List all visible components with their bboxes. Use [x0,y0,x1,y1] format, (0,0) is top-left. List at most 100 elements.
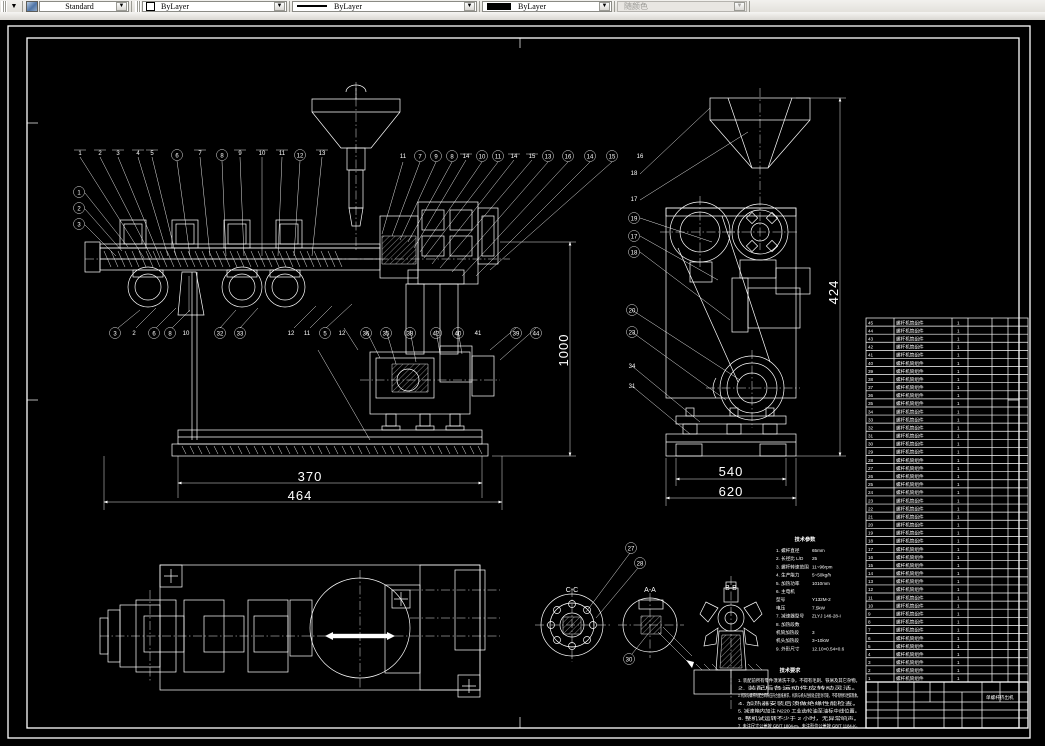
bom-row[interactable]: 螺杆机筒组件 [896,659,924,666]
dim-370-label: 370 [298,469,323,484]
bom-row[interactable]: 螺杆机筒组件 [896,473,924,480]
bom-row[interactable]: 螺杆机筒组件 [896,416,924,423]
layer-color-combo[interactable]: ByLayer ▼ [142,0,287,12]
toolbar-grip[interactable] [1,0,7,12]
bom-row[interactable]: 螺杆机筒组件 [896,602,924,609]
layer-color-chevron-down-icon[interactable]: ▼ [274,1,285,11]
bom-row[interactable]: 螺杆机筒组件 [896,400,924,407]
svg-text:13: 13 [319,151,326,157]
bom-row[interactable]: 螺杆机筒组件 [896,611,924,618]
bom-row[interactable]: 螺杆机筒组件 [896,319,924,326]
bom-row[interactable]: 螺杆机筒组件 [896,522,924,529]
balloon-group-bottom: 3 2 6 8 10 32 33 12 11 5 12 36 35 38 42 … [109,303,542,441]
title-block[interactable]: 单螺杆挤出机 [865,681,1029,729]
bom-row-index: 22 [868,506,874,511]
bom-row[interactable]: 螺杆机筒组件 [896,481,924,488]
text-style-chevron-down-icon[interactable]: ▼ [116,1,127,11]
toolbar-overflow-arrow[interactable]: ▼ [10,2,18,10]
bom-row[interactable]: 螺杆机筒组件 [896,619,924,626]
bom-row-qty: 1 [957,482,960,487]
bom-row-index: 10 [868,603,874,608]
bom-row[interactable]: 螺杆机筒组件 [896,489,924,496]
svg-text:2: 2 [98,151,102,157]
linetype-chevron-down-icon[interactable]: ▼ [464,1,475,11]
bom-row[interactable]: 螺杆机筒组件 [896,505,924,512]
toolbar-separator [22,0,23,12]
text-style-combo[interactable]: Standard ▼ [39,0,129,12]
svg-text:10: 10 [259,151,266,157]
bom-row[interactable]: 螺杆机筒组件 [896,497,924,504]
bom-row[interactable]: 螺杆机筒组件 [896,327,924,334]
dimension-front-464: 464 [103,456,503,510]
toolbar-grip[interactable] [135,0,141,12]
bom-row-qty: 1 [957,361,960,366]
bom-row[interactable]: 螺杆机筒组件 [896,594,924,601]
plot-style-combo[interactable]: 随颜色 ▼ [617,0,747,12]
svg-text:28: 28 [637,562,644,568]
top-plan-view[interactable] [0,20,500,698]
bom-row[interactable]: 螺杆机筒组件 [896,392,924,399]
bom-row-index: 40 [868,361,874,366]
svg-text:14: 14 [587,155,594,161]
text-style-icon[interactable] [26,0,38,12]
section-view-bb[interactable]: B-B [693,576,769,710]
bom-row[interactable]: 螺杆机筒组件 [896,424,924,431]
text-style-value: Standard [65,1,94,11]
bom-row-qty: 1 [957,652,960,657]
bom-row[interactable]: 螺杆机筒组件 [896,513,924,520]
svg-text:40: 40 [455,332,462,338]
svg-text:7: 7 [198,151,202,157]
bom-row[interactable]: 螺杆机筒组件 [896,465,924,472]
bom-row[interactable]: 螺杆机筒组件 [896,408,924,415]
bom-row[interactable]: 螺杆机筒组件 [896,643,924,650]
drawing-canvas[interactable]: 1 2 3 4 5 6 7 8 9 10 11 12 13 1 2 3 [0,20,1045,746]
svg-text:17: 17 [631,197,638,203]
bom-row[interactable]: 螺杆机筒组件 [896,360,924,367]
bom-row[interactable]: 螺杆机筒组件 [896,675,924,682]
bom-row[interactable]: 螺杆机筒组件 [896,635,924,642]
bom-row[interactable]: 螺杆机筒组件 [896,578,924,585]
lineweight-swatch-icon [487,2,511,10]
bom-row[interactable]: 螺杆机筒组件 [896,335,924,342]
bom-row[interactable]: 螺杆机筒组件 [896,554,924,561]
bom-row[interactable]: 螺杆机筒组件 [896,538,924,545]
bom-row-index: 43 [868,336,874,341]
svg-text:16: 16 [565,155,572,161]
plot-style-chevron-down-icon[interactable]: ▼ [734,1,745,11]
bom-row[interactable]: 螺杆机筒组件 [896,651,924,658]
bom-row[interactable]: 螺杆机筒组件 [896,457,924,464]
bom-row[interactable]: 螺杆机筒组件 [896,570,924,577]
tech-param-value: 12.10×0.54×0.6 [812,646,845,651]
bom-row[interactable]: 螺杆机筒组件 [896,546,924,553]
bom-row-index: 17 [868,547,874,552]
bom-row-qty: 1 [957,539,960,544]
bom-row[interactable]: 螺杆机筒组件 [896,586,924,593]
bom-row-index: 24 [868,490,874,495]
lineweight-combo[interactable]: ByLayer ▼ [482,0,612,12]
front-elevation-view[interactable] [84,82,510,457]
svg-text:20: 20 [629,309,636,315]
section-view-aa[interactable]: A-A 30 [618,587,694,668]
bom-row[interactable]: 螺杆机筒组件 [896,344,924,351]
bom-row[interactable]: 螺杆机筒组件 [896,530,924,537]
sheet-border [7,25,1031,739]
bom-row[interactable]: 螺杆机筒组件 [896,433,924,440]
linetype-combo[interactable]: ByLayer ▼ [292,0,477,12]
bom-row[interactable]: 螺杆机筒组件 [896,449,924,456]
bom-row[interactable]: 螺杆机筒组件 [896,352,924,359]
bom-row[interactable]: 螺杆机筒组件 [896,667,924,674]
lineweight-chevron-down-icon[interactable]: ▼ [599,1,610,11]
bom-row[interactable]: 螺杆机筒组件 [896,627,924,634]
bom-row-index: 39 [868,369,874,374]
bom-row[interactable]: 螺杆机筒组件 [896,562,924,569]
bom-row[interactable]: 螺杆机筒组件 [896,441,924,448]
side-elevation-view[interactable]: 18 17 19 17 18 20 23 34 31 [626,88,811,457]
svg-text:2: 2 [77,207,81,213]
section-view-cc[interactable]: C-C 27 28 [535,542,646,663]
bom-row[interactable]: 螺杆机筒组件 [896,368,924,375]
bom-row-qty: 1 [957,587,960,592]
bom-row-qty: 1 [957,393,960,398]
bom-row[interactable]: 螺杆机筒组件 [896,376,924,383]
bom-row[interactable]: 螺杆机筒组件 [896,384,924,391]
